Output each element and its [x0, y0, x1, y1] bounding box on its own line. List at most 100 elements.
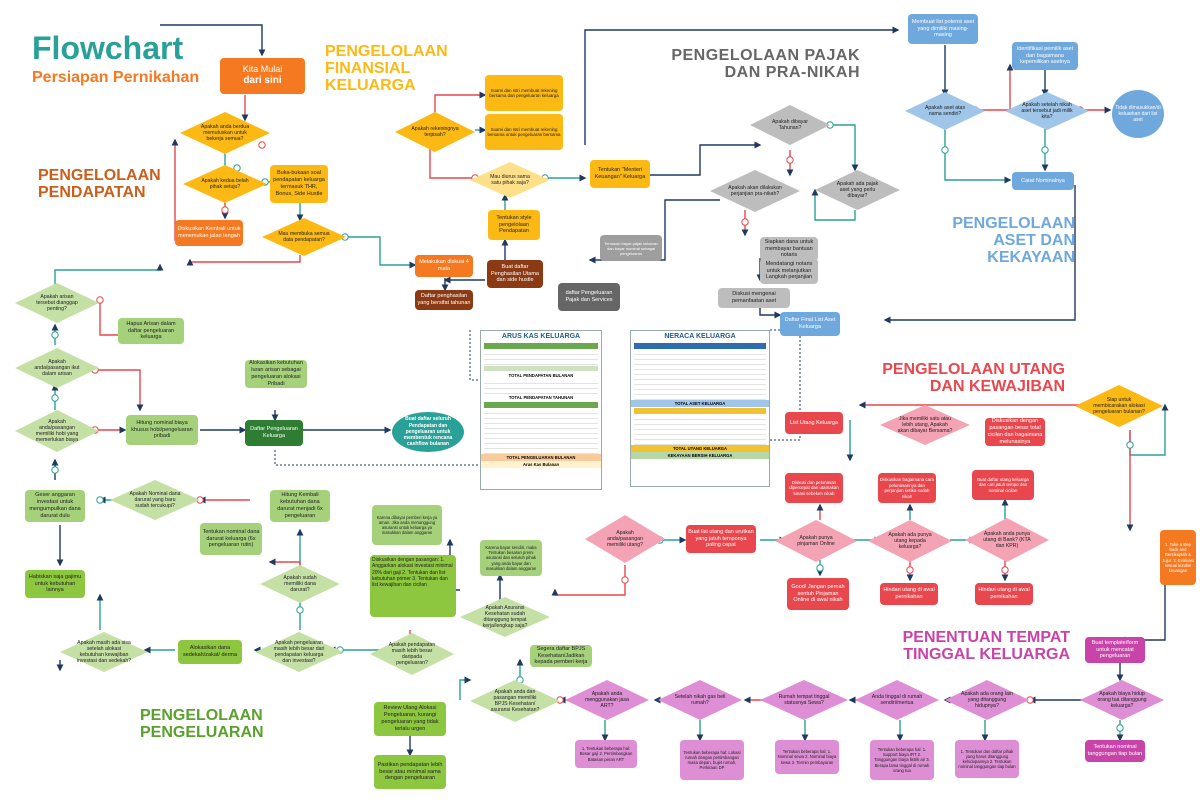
box-diskusikan-pasangan-utang[interactable]: Diskusi dan pelunasan dipercepat dan uta…	[785, 473, 843, 503]
decision-diurus[interactable]: Mau diurus sama satu pihak saja?	[470, 162, 550, 198]
box-menteri[interactable]: Tentukan "Menteri Keuangan" Keluarga	[590, 160, 650, 188]
box-hindari-2[interactable]: Hindari utang di awal pernikahan	[975, 583, 1033, 605]
decision-setuju[interactable]: Apakah kedua belah pihak setuju?	[183, 165, 267, 203]
decision-pinjol[interactable]: Apakah punya pinjaman Online	[775, 520, 857, 562]
decision-utang-keluarga[interactable]: Apakah ada punya utang kepada keluarga?	[868, 520, 952, 562]
decision-art[interactable]: Apakah anda menggunakan jasa ART?	[565, 680, 649, 720]
decision-arisan-penting[interactable]: Apakah arisan tersebut dianggap penting?	[15, 283, 99, 323]
no-junction-dot	[221, 206, 229, 214]
box-style[interactable]: Tentukan style pengelolaan Pendapatan	[488, 210, 540, 240]
box-diskusi-4[interactable]: Melakukan diskusi 4 mata	[415, 255, 473, 277]
no-junction-dot	[1001, 566, 1009, 574]
box-final-aset[interactable]: Daftar Final List Aset Keluarga	[780, 312, 840, 336]
box-tentukan-daftar[interactable]: 1. Tentukan dan daftar pihak yang harus …	[955, 740, 1019, 778]
box-alokasikan-arisan[interactable]: Alokasikan kebutuhan luran arisan sebaga…	[245, 360, 307, 388]
box-hitung-hobi[interactable]: Hitung nominal biaya khusus hobi/pengelu…	[126, 415, 198, 445]
box-rekening-1[interactable]: Suami dan Istri membuat rekening bersama…	[485, 75, 563, 111]
box-tentukan-sewa[interactable]: Tentukan beberapa hal: 1. Nominal sewa 2…	[775, 740, 839, 774]
box-list-aset[interactable]: Membuat list potensi aset yang dimiliki …	[908, 14, 978, 44]
box-tentukan-beli[interactable]: Tentukan beberapa hal: Lokasi rumah deng…	[680, 740, 744, 780]
box-catat[interactable]: Catat Nominalnya	[1012, 172, 1074, 190]
box-diskusikan-cicilan[interactable]: Diskusikan dengan pasangan besar total c…	[985, 418, 1045, 446]
decision-sewa[interactable]: Rumah tempat tinggal statusnya Sewa?	[760, 680, 848, 720]
main-title: Flowchart	[32, 30, 184, 66]
decision-hobi[interactable]: Apakah anda/pasangan memiliki hobi yang …	[15, 410, 99, 452]
box-karena-pemberi[interactable]: Karena dibayar pemberi kerja ya aman. Ji…	[372, 505, 442, 545]
decision-pendapatan-lebih[interactable]: Apakah pendapatan masih lebih besar dari…	[370, 633, 454, 675]
box-karena-sendiri[interactable]: Karena bayar sendiri, maka Tentukan besa…	[480, 540, 542, 576]
table-neraca-title: NERACA KELUARGA	[664, 333, 736, 340]
box-pastikan[interactable]: Pastikan pendapatan lebih besar atau min…	[374, 755, 446, 789]
decision-biaya-ortu[interactable]: Apakah biaya hidup orang tua ditanggung …	[1080, 680, 1164, 720]
decision-masih-sisa-label: Apakah masih ada sisa setelah alokasi ke…	[76, 639, 132, 665]
decision-tinggal-rumah[interactable]: Anda tinggal di rumah sendiri/mertua	[855, 680, 939, 720]
decision-memiliki-utang[interactable]: Apakah anda/pasangan memiliki utang?	[585, 515, 665, 563]
decision-siap-alokasi[interactable]: Siap untuk membicarakan alokasi pengelua…	[1075, 385, 1163, 427]
box-mendatangi[interactable]: Mendatangi notaris untuk melanjutkan Lan…	[760, 258, 818, 284]
box-hapus-arisan[interactable]: Hapus Arisan dalam daftar pengeluaran ke…	[118, 318, 184, 344]
decision-pajak-aset[interactable]: Apakah ada pajak aset yang perlu dibayar…	[815, 170, 900, 210]
box-daftar-pengeluaran[interactable]: Daftar Pengeluaran Keluarga	[245, 420, 303, 446]
box-identifikasi[interactable]: Identifikasi pemilik aset dan bagaimana …	[1012, 42, 1078, 70]
box-daftar-tahunan[interactable]: Daftar penghasilan yang bersifat tahunan	[415, 290, 473, 310]
decision-milik-kita[interactable]: Apakah setelah nikah aset tersebut jadi …	[1005, 92, 1089, 130]
box-daftar-utama[interactable]: Buat daftar Penghasilan Utama dan side h…	[487, 260, 543, 288]
box-evaluasi[interactable]: 1. Take a step back and Bersikaplah & Ju…	[1160, 530, 1196, 585]
box-pajak-services[interactable]: daftar Pengeluaran Pajak dan Services	[558, 283, 620, 311]
box-tidak-dimasukkan[interactable]: Tidak dimasukkan/di keluarkan dari list …	[1112, 90, 1164, 138]
box-nominal-tanggungan[interactable]: Tentukan nominal tanggungan tiap bulan	[1085, 740, 1145, 762]
box-cashflow[interactable]: Buat daftar seluruh Pendapatan dan penge…	[392, 412, 464, 452]
box-buka-bukaan[interactable]: Buka-bukaan soal pendapatan keluarga ter…	[270, 165, 328, 203]
decision-beli-rumah[interactable]: Setelah nikah gas beli rumah?	[658, 680, 742, 720]
box-diskusikan-kembali[interactable]: Diskusikan Kembali untuk menemukan jalan…	[175, 220, 243, 246]
box-daftar-bpjs[interactable]: Segera daftar BPJS Kesehatan/Jadikan kep…	[530, 645, 592, 667]
yes-junction-dot	[51, 466, 59, 474]
box-hindari-1[interactable]: Hindari utang di awal pernikahan	[880, 583, 938, 605]
decision-bpjs[interactable]: Apakah anda dan pasangan memiliki BPJS K…	[470, 680, 560, 722]
box-diskusikan-keluarga[interactable]: Diskusikan bagaimana cara pelunasannya d…	[878, 473, 936, 503]
table-arus-kas-title: ARUS KAS KELUARGA	[501, 333, 581, 340]
decision-utang-bank[interactable]: Apakah anda punya utang di Bank? (KTA da…	[965, 518, 1049, 562]
decision-perjanjian[interactable]: Apakah akan dilakukan perjanjian pra-nik…	[710, 170, 800, 212]
decision-utang-bank-label: Apakah anda punya utang di Bank? (KTA da…	[983, 530, 1031, 550]
section-pendapatan: PENGELOLAAN PENDAPATAN	[38, 167, 161, 201]
decision-dibayar-tahunan[interactable]: Apakah dibayar Tahunan?	[750, 105, 830, 145]
box-tentukan-tinggal[interactable]: Tentukan beberapa hal: 1. Support biaya …	[870, 740, 934, 780]
box-diskusi-aset[interactable]: Diskusi mengenai pemanfaatan aset	[718, 288, 790, 308]
decision-bpjs-label: Apakah anda dan pasangan memiliki BPJS K…	[490, 688, 540, 714]
decision-sisa-alokasi[interactable]: Apakah pengeluaran masih lebih besar dar…	[255, 632, 343, 672]
box-siapkan[interactable]: Siapkan dana untuk membayar bantuan nota…	[760, 237, 818, 261]
box-geser[interactable]: Geser anggaran investasi untuk mengumpul…	[25, 490, 85, 522]
box-alokasikan-sedekah[interactable]: Alokasikan dana sedekah/zakat/ derma	[178, 640, 242, 664]
decision-masih-sisa[interactable]: Apakah masih ada sisa setelah alokasi ke…	[60, 632, 148, 672]
yes-junction-dot	[1041, 146, 1049, 154]
start-node[interactable]: Kita Mulai dari sini	[220, 58, 305, 94]
box-nominal-darurat[interactable]: Tentukan nominal dana darurat keluarga (…	[200, 523, 262, 555]
box-tentukan-art[interactable]: 1. Tentukan beberapa hal: Besar gaji 2. …	[575, 740, 637, 768]
decision-nominal-baru[interactable]: Apakah Nominal dana darurat yang baru su…	[110, 480, 200, 520]
box-diskusikan-pasangan[interactable]: Diskusikan dengan pasangan: 1. Anggarkan…	[370, 555, 456, 617]
box-habiskan[interactable]: Habiskan saja gajimu untuk kebutuhan lai…	[25, 570, 85, 598]
box-rekening-2[interactable]: Suami dan Istri membuat rekening bersama…	[485, 114, 563, 150]
box-hitung-kembali[interactable]: Hitung Kembali kebutuhan dana darurat me…	[270, 490, 330, 522]
box-daftar-cicilan[interactable]: Buat daftar utang keluarga dan cari jatu…	[972, 470, 1034, 500]
section-pajak: PENGELOLAAN PAJAK DAN PRA-NIKAH	[671, 47, 860, 81]
decision-orang-lain-label: Apakah ada orang lain yang ditanggung hi…	[961, 690, 1013, 710]
box-urutkan-utang[interactable]: Buat list utang dan urutkan yang jatuh t…	[686, 525, 756, 553]
decision-dana-darurat[interactable]: Apakah sudah memiliki dana darurat?	[260, 565, 340, 603]
decision-rekening[interactable]: Apakah rekeningnya terpisah?	[395, 112, 475, 152]
box-review[interactable]: Review Ulang Alokasi Pengeluaran, kurang…	[374, 702, 446, 736]
decision-atas-nama[interactable]: Apakah aset atas nama sendiri?	[905, 92, 985, 130]
box-good[interactable]: Good! Jangan pernah sentuh Pinjaman Onli…	[787, 578, 849, 610]
decision-orang-lain[interactable]: Apakah ada orang lain yang ditanggung hi…	[945, 680, 1029, 720]
decision-ikut-arisan[interactable]: Apakah anda/pasangan ikut dalam arisan	[15, 348, 99, 388]
decision-dibayar-bersama[interactable]: Jika memiliki satu atau lebih utang, Apa…	[880, 405, 970, 445]
decision-bekerja-label: Apakah anda berdua memutuskan untuk beke…	[200, 123, 250, 143]
decision-bekerja[interactable]: Apakah anda berdua memutuskan untuk beke…	[180, 112, 270, 154]
box-template[interactable]: Buat template/form untuk mencatat pengel…	[1085, 637, 1145, 663]
no-junction-dot	[786, 156, 794, 164]
decision-membuka[interactable]: Mau membuka semua data pendapatan?	[262, 218, 346, 256]
decision-asuransi-kerja[interactable]: Apakah Asuransi Kesehatan sudah ditanggu…	[460, 597, 550, 637]
box-list-utang[interactable]: List Utang Keluarga	[785, 412, 843, 434]
decision-utang-keluarga-label: Apakah ada punya utang kepada keluarga?	[888, 531, 932, 551]
